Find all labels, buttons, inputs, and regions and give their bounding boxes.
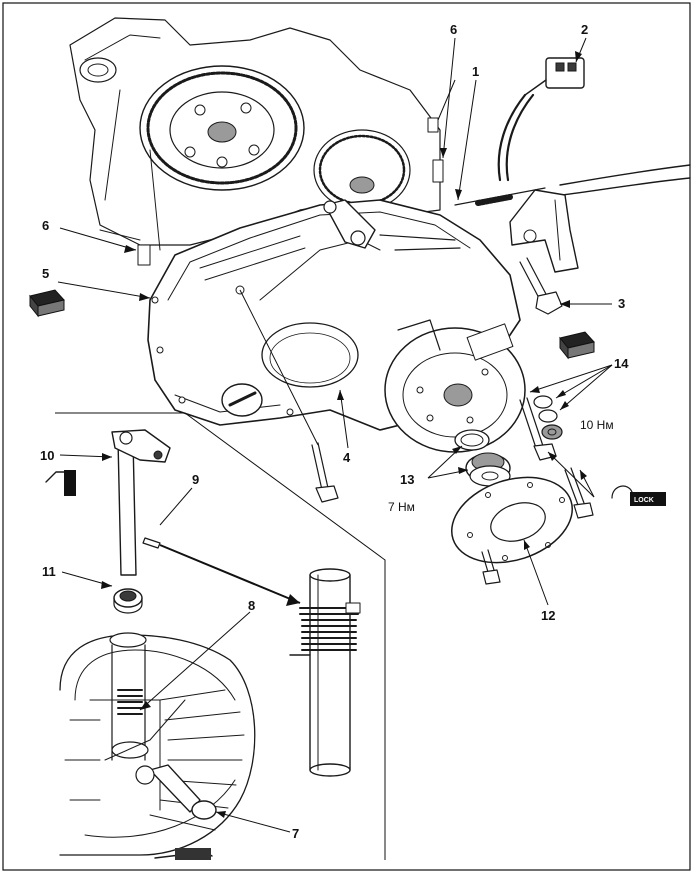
clutch-basket — [139, 65, 305, 191]
cover-bolt — [311, 442, 339, 503]
lower-crankcase — [59, 632, 256, 856]
clutch-cover — [147, 199, 526, 453]
shaft-bearing — [113, 588, 143, 614]
cover-plate — [451, 467, 594, 585]
callout-6-top: 6 — [450, 22, 457, 37]
callout-5: 5 — [42, 266, 49, 281]
assembly-arrow — [159, 544, 301, 604]
callout-4: 4 — [343, 450, 351, 465]
callout-8: 8 — [248, 598, 255, 613]
bracket-bolt — [519, 257, 563, 315]
grease-icon — [29, 289, 65, 318]
callout-1: 1 — [472, 64, 479, 79]
grease-application-icon — [45, 470, 76, 496]
dowel-pin-9 — [142, 537, 301, 606]
engine-crankcase — [69, 17, 444, 266]
torque-10nm: 10 Нм — [580, 418, 614, 432]
oil-can-icon — [559, 331, 595, 360]
callout-labels: 1 2 3 4 5 6 6 7 8 9 10 11 12 13 14 — [40, 22, 629, 841]
primary-gear — [313, 129, 411, 211]
callout-14: 14 — [614, 356, 629, 371]
svg-text:LOCK: LOCK — [634, 497, 654, 504]
clutch-cable — [497, 93, 527, 182]
callout-11: 11 — [42, 564, 56, 579]
washer-stack — [519, 395, 563, 461]
shaft-detail — [289, 568, 361, 777]
callout-10: 10 — [40, 448, 54, 463]
callout-7: 7 — [292, 826, 299, 841]
dowel-pin — [137, 244, 151, 266]
torque-7nm: 7 Нм — [388, 500, 415, 514]
cover-window — [261, 322, 359, 388]
callout-leaders — [57, 37, 613, 833]
oil-seal — [454, 429, 511, 487]
thread-lock-icon: LOCK — [611, 485, 666, 506]
callout-3: 3 — [618, 296, 625, 311]
callout-6-left: 6 — [42, 218, 49, 233]
cable-bracket — [509, 189, 579, 273]
grease-bottom-icon — [154, 848, 213, 860]
callout-12: 12 — [541, 608, 555, 623]
callout-9: 9 — [192, 472, 199, 487]
clutch-cable-assembly — [454, 57, 691, 273]
callout-13: 13 — [400, 472, 414, 487]
callout-2: 2 — [581, 22, 588, 37]
release-shaft — [111, 429, 171, 576]
dowel-pin — [427, 117, 439, 133]
cable-connector — [545, 57, 585, 89]
dowel-pin — [432, 159, 444, 183]
